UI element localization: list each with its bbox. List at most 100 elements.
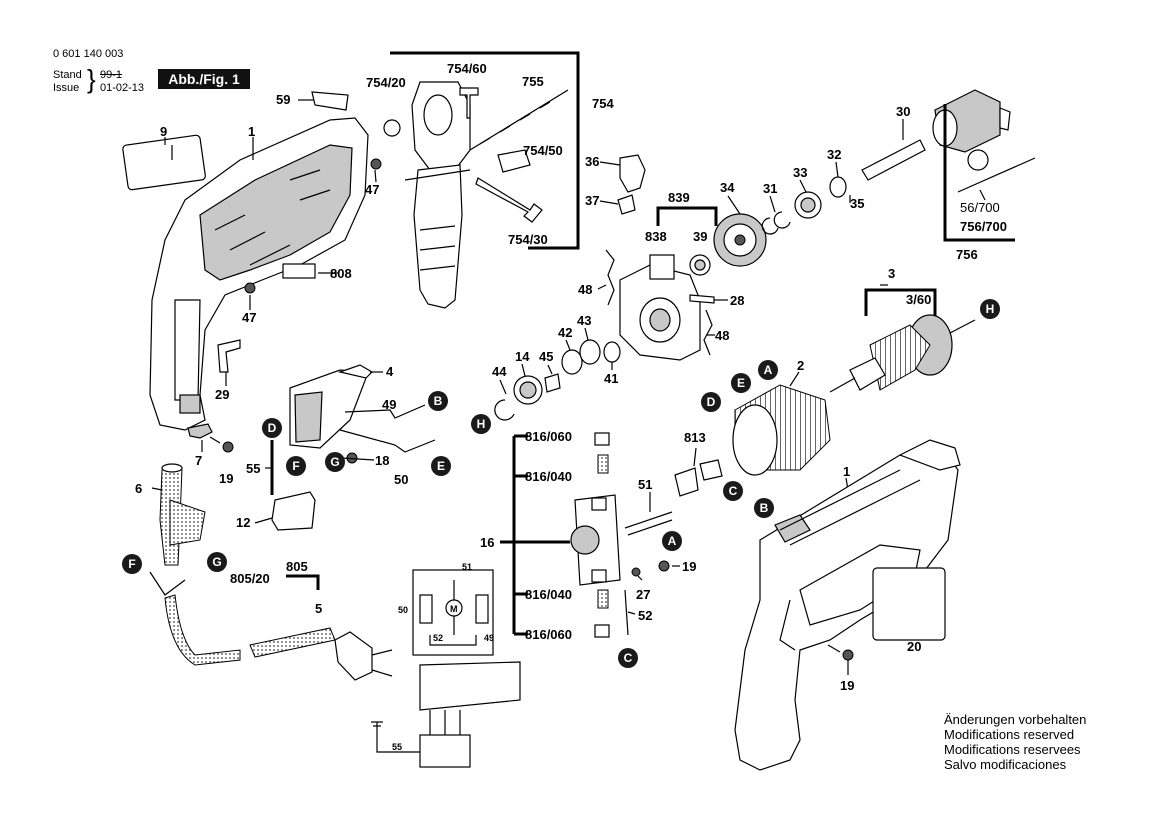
label-48-right: 48 (715, 328, 729, 343)
bearing-14 (513, 375, 543, 405)
label-5: 5 (315, 601, 322, 616)
schematic-label-49: 49 (484, 633, 494, 643)
badge-E-switch: E (431, 456, 451, 476)
label-9: 9 (160, 124, 167, 139)
part-754-60 (459, 87, 479, 119)
badge-B-field: B (754, 498, 774, 518)
part-29 (217, 339, 241, 373)
label-49: 49 (382, 397, 396, 412)
label-3: 3 (888, 266, 895, 281)
chuck-key-56-700 (957, 149, 1036, 193)
screw-27 (631, 567, 641, 577)
switch-4 (289, 364, 373, 449)
label-7: 7 (195, 453, 202, 468)
label-756: 756 (956, 247, 978, 262)
schematic-label-51: 51 (462, 562, 472, 572)
label-6: 6 (135, 481, 142, 496)
figure-label: Abb./Fig. 1 (158, 69, 250, 89)
badge-H-bearing: H (471, 414, 491, 434)
clamp-754-50 (497, 149, 531, 173)
label-754-20: 754/20 (366, 75, 406, 90)
label-20: 20 (907, 639, 921, 654)
stand-label: Stand (53, 69, 82, 81)
mains-plug (334, 631, 373, 681)
svg-text:A: A (764, 363, 773, 377)
bracket-3 (864, 288, 937, 316)
label-816-060-top: 816/060 (525, 429, 572, 444)
svg-text:H: H (986, 302, 995, 316)
svg-text:G: G (212, 555, 221, 569)
label-19-left: 19 (219, 471, 233, 486)
wire-49 (344, 404, 426, 419)
brush-816-040-bottom (597, 589, 609, 609)
schematic-label-55: 55 (392, 742, 402, 752)
wiring-schematic (371, 569, 521, 768)
label-19-right: 19 (840, 678, 854, 693)
label-1-right: 1 (843, 464, 850, 479)
label-28: 28 (730, 293, 744, 308)
issue-label: Issue (53, 82, 80, 94)
washer-47-lower (244, 282, 256, 294)
badge-D-lead: D (262, 418, 282, 438)
aux-handle-754 (404, 81, 471, 309)
label-44: 44 (492, 364, 507, 379)
bearing-33 (794, 191, 822, 219)
screw-19-middle (658, 560, 670, 572)
label-816-060-bottom: 816/060 (525, 627, 572, 642)
field-coil-2 (732, 384, 831, 476)
label-805-20: 805/20 (230, 571, 270, 586)
circlip-31 (761, 211, 791, 235)
label-754-60: 754/60 (447, 61, 487, 76)
screw-19-left (209, 436, 234, 453)
washer-754-20 (383, 119, 401, 137)
issue-value: 01-02-13 (100, 82, 145, 94)
part-37 (617, 194, 636, 215)
part-45 (544, 373, 561, 393)
label-32: 32 (827, 147, 841, 162)
bracket-805 (286, 574, 320, 590)
schematic-label-50: 50 (398, 605, 408, 615)
washer-47-upper (370, 158, 382, 170)
label-808 (282, 263, 316, 279)
washer-41 (603, 341, 621, 363)
cap-816-060-bottom (594, 624, 610, 638)
label-1-left: 1 (248, 124, 255, 139)
part-7 (187, 423, 213, 439)
svg-text:H: H (477, 417, 486, 431)
label-816-040-top: 816/040 (525, 469, 572, 484)
label-47-lower: 47 (242, 310, 256, 325)
schematic-motor-symbol: M (450, 604, 458, 614)
wire-50 (339, 429, 436, 453)
label-18: 18 (375, 453, 389, 468)
svg-text:E: E (737, 376, 745, 390)
label-59: 59 (276, 92, 290, 107)
label-2: 2 (797, 358, 804, 373)
label-754-50: 754/50 (523, 143, 563, 158)
document-number: 0 601 140 003 (53, 48, 124, 60)
part-32 (829, 176, 847, 198)
badge-C-field: C (723, 481, 743, 501)
label-33: 33 (793, 165, 807, 180)
svg-text:D: D (707, 395, 716, 409)
label-808: 808 (330, 266, 352, 281)
label-4: 4 (386, 364, 394, 379)
label-55: 55 (246, 461, 260, 476)
part-59 (311, 91, 349, 111)
badge-E-field: E (731, 373, 751, 393)
label-14: 14 (515, 349, 530, 364)
housing-half-left (149, 117, 369, 431)
svg-text:C: C (729, 484, 738, 498)
bracket-754 (390, 51, 580, 250)
svg-text:C: C (624, 651, 633, 665)
label-39: 39 (693, 229, 707, 244)
brush-plate-16 (570, 494, 621, 586)
label-16: 16 (480, 535, 494, 550)
label-37: 37 (585, 193, 599, 208)
label-43: 43 (577, 313, 591, 328)
armature-3 (829, 314, 976, 393)
modifications-line-fr: Modifications reservees (944, 742, 1081, 757)
label-805: 805 (286, 559, 308, 574)
badge-D-field: D (701, 392, 721, 412)
label-card-20 (872, 567, 946, 641)
label-754-30: 754/30 (508, 232, 548, 247)
